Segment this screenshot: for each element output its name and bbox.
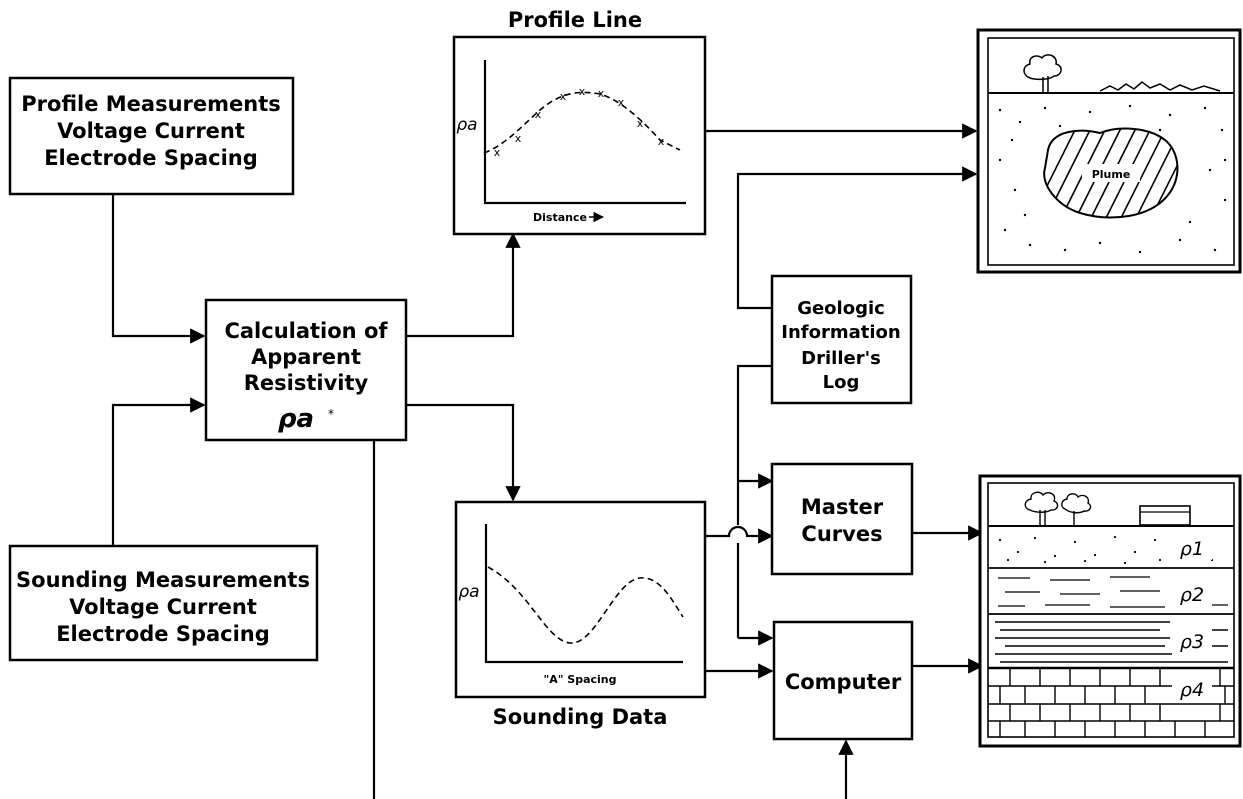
layer-1-texture [998,535,1214,565]
calculation-box: Calculation of Apparent Resistivity ρa * [204,298,408,442]
calculation-line1: Calculation of [224,319,388,343]
profile-measurements-line2: Voltage Current [57,119,245,143]
connectors [111,123,984,799]
profile-point: x [618,96,625,109]
computer-box: Computer [772,620,914,741]
sounding-measurements-box: Sounding Measurements Voltage Current El… [8,544,319,662]
profile-line-axes [483,60,686,205]
profile-point: x [598,87,605,100]
soil-dots [998,104,1227,254]
sounding-data-ylabel: ρa [458,582,479,602]
geologic-line4: Log [823,372,860,393]
profile-point: x [535,108,542,121]
building-icon [1139,505,1191,526]
calc-to-profile-line-arrow [406,232,521,338]
geologic-line1: Geologic [797,298,885,319]
layer-label-3: ρ3 [1180,631,1204,653]
sounding-data-xlabel: "A" Spacing [543,673,616,686]
layer-label-1: ρ1 [1180,538,1204,560]
geologic-line3: Driller's [801,348,881,369]
sounding-measurements-title: Sounding Measurements [16,568,310,592]
profile-point: x [494,146,501,159]
sounding-data-axes [484,524,683,664]
profile-measurements-line3: Electrode Spacing [44,146,258,170]
profile-point: x [560,90,567,103]
plume-cross-section-panel: Plume [976,28,1242,274]
layer-3-texture [995,621,1228,663]
footnote-mark: * [328,407,334,421]
sounding-to-calc-arrow [111,397,206,546]
sounding-to-master-curves-arrow [705,525,774,544]
master-curves-line2: Curves [801,522,882,546]
tree-icon [1023,54,1062,92]
layer-label-2: ρ2 [1180,584,1204,606]
calc-to-sounding-data-arrow [406,403,521,502]
layer-label-4: ρ4 [1180,679,1204,701]
profile-point: x [579,85,586,98]
layer-4-texture [988,668,1234,737]
trees-icon [1024,491,1092,525]
master-curves-line1: Master [801,495,884,519]
geologic-to-plume-arrow [736,166,978,310]
profile-line-title: Profile Line [508,8,642,32]
profile-point: x [658,135,665,148]
calculation-line3: Resistivity [244,371,369,395]
profile-measurements-box: Profile Measurements Voltage Current Ele… [8,76,295,196]
geologic-information-box: Geologic Information Driller's Log [770,274,913,405]
sounding-measurements-line2: Voltage Current [69,595,257,619]
profile-measurements-title: Profile Measurements [21,92,280,116]
master-curves-box: Master Curves [770,462,914,576]
profile-line-ylabel: ρa [456,115,477,135]
plume-label: Plume [1092,168,1131,181]
profile-point: x [515,132,522,145]
layer-2-texture [998,576,1228,608]
profile-to-calc-arrow [111,194,206,344]
surface-vegetation [1099,81,1221,92]
calculation-rho-symbol: ρa [278,404,314,434]
calculation-line2: Apparent [251,345,361,369]
layered-earth-panel: ρ1 ρ2 ρ3 ρ4 [978,474,1242,748]
profile-line-xlabel: Distance [533,211,587,224]
sounding-data-title: Sounding Data [493,705,668,729]
sounding-data-curve [487,566,684,644]
computer-label: Computer [785,670,902,694]
geologic-line2: Information [781,322,900,343]
profile-line-chart: Profile Line ρa Distance x x x x x x x x… [452,8,707,236]
geologic-bus-line [736,364,772,525]
sounding-measurements-line3: Electrode Spacing [56,622,270,646]
profile-line-curve [483,91,681,154]
profile-point: x [637,117,644,130]
sounding-data-chart: ρa "A" Spacing Sounding Data [454,500,707,729]
profile-line-points: x x x x x x x x x [494,85,665,159]
